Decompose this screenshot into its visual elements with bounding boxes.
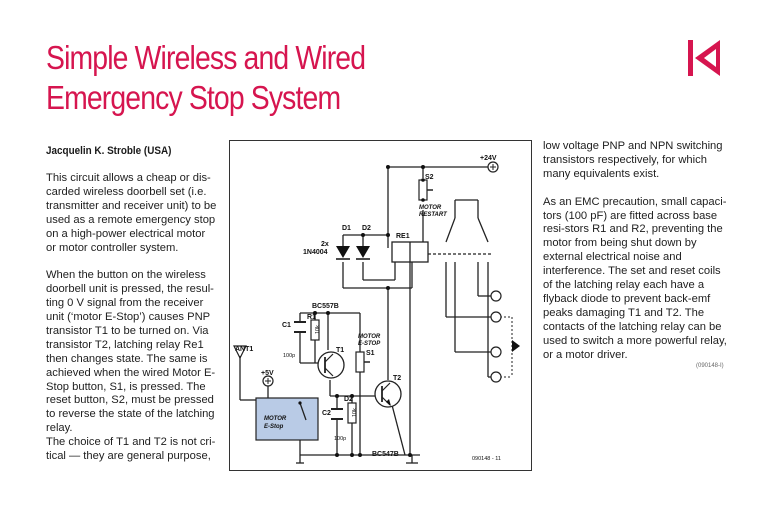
label-5v: +5V [261,370,274,377]
label-24v: +24V [480,155,497,162]
label-diode-type: 1N4004 [303,249,328,256]
schematic-border [229,140,532,471]
label-s2-desc-1: MOTOR [419,205,442,211]
circuit-schematic: +24V S2 D1 D2 2x 1N4004 RE1 BC557B BC547… [229,140,532,471]
paragraph-intro: This circuit allows a cheap or dis-carde… [46,172,217,254]
label-t2: T2 [393,375,401,382]
label-c2: C2 [322,410,331,417]
receiver-unit [255,397,319,441]
label-r1: R1 [307,314,316,321]
label-s2-desc-2: RESTART [419,212,448,218]
label-d2: D2 [362,225,371,232]
label-r2-val: 10k [352,408,358,417]
label-d2b: D2 [344,396,353,403]
brand-logo [688,40,720,76]
label-t1: T1 [336,347,344,354]
label-s2: S2 [425,174,434,181]
title-line-2: Emergency Stop System [46,79,341,116]
label-s1-desc-1: MOTOR [358,334,381,340]
label-t2-type: BC547B [372,451,399,458]
label-d1: D1 [342,225,351,232]
label-s1-desc-2: E-STOP [358,341,381,347]
label-s1: S1 [366,350,375,357]
label-receiver-2: E-Stop [264,424,284,430]
paragraph-transistors: The choice of T1 and T2 is not cri-tical… [46,436,216,463]
label-relay: RE1 [396,233,410,240]
label-c1-val: 100p [283,353,295,359]
article-title: Simple Wireless and Wired Emergency Stop… [46,38,366,118]
title-line-1: Simple Wireless and Wired [46,39,366,76]
label-r1-val: 10k [315,325,321,334]
paragraph-emc: As an EMC precaution, small capaci-tors … [543,195,727,361]
label-ant: ANT1 [235,346,253,353]
label-t1-type: BC557B [312,303,339,310]
paragraph-equivalents: low voltage PNP and NPN switching transi… [543,140,723,180]
label-diode-count: 2x [321,241,329,248]
label-receiver-1: MOTOR [264,416,287,422]
label-c2-val: 100p [334,436,346,442]
author-byline: Jacquelin K. Strobl​e (USA) [46,145,172,157]
left-column: This circuit allows a cheap or dis-carde… [46,172,218,464]
label-c1: C1 [282,322,291,329]
right-column: low voltage PNP and NPN switching transi… [543,140,728,376]
paragraph-operation: When the button on the wireless doorbell… [46,269,216,435]
article-code: (090148-I) [696,363,724,369]
label-fig-code: 090148 - 11 [472,456,501,462]
